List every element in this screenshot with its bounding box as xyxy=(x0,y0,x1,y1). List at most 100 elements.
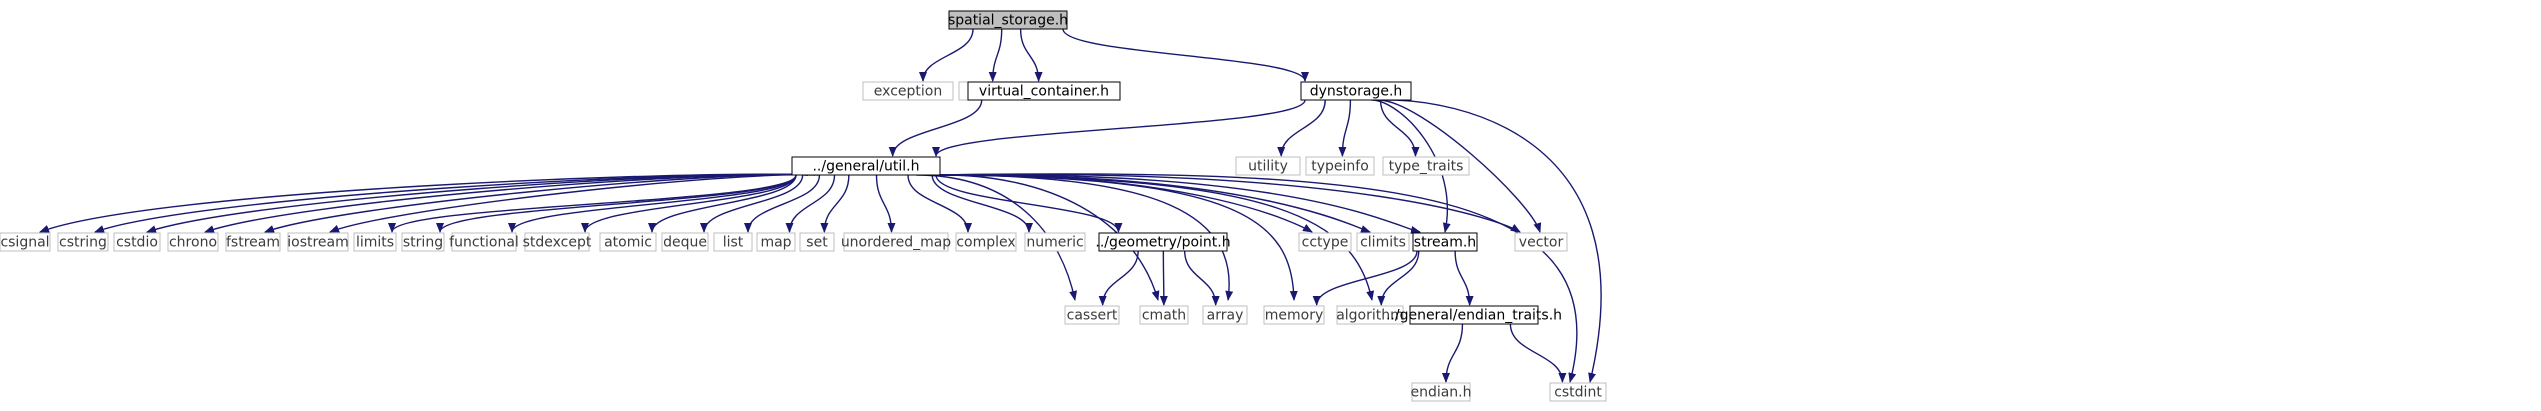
node-box xyxy=(1356,232,1410,252)
node-box xyxy=(1549,382,1607,402)
node-vector: vector xyxy=(1514,232,1568,252)
node-label: iostream xyxy=(287,235,349,251)
edge-virtual_container-to-util xyxy=(888,99,983,157)
node-endian: endian.h xyxy=(1410,382,1472,402)
node-label: stdexcept xyxy=(523,235,592,251)
edge-util-to-cstdint xyxy=(935,173,1578,383)
node-virtual_container[interactable]: virtual_container.h xyxy=(967,81,1121,101)
edge-dynstorage-to-stream xyxy=(1371,99,1451,233)
edge-util-to-set xyxy=(820,174,850,233)
node-label: list xyxy=(723,235,744,251)
node-dynstorage[interactable]: dynstorage.h xyxy=(1300,81,1412,101)
edge-util-to-string xyxy=(436,174,797,233)
node-label: array xyxy=(1207,308,1244,324)
node-box xyxy=(225,232,281,252)
node-label: deque xyxy=(663,235,707,251)
node-label: complex xyxy=(956,235,1015,251)
node-endian_traits[interactable]: ../general/endian_traits.h xyxy=(1386,305,1562,325)
node-point[interactable]: ../geometry/point.h xyxy=(1095,232,1231,252)
node-label: limits xyxy=(356,235,394,251)
node-label: csignal xyxy=(0,235,49,251)
node-type_traits: type_traits xyxy=(1382,156,1470,176)
node-box xyxy=(1336,305,1404,325)
edge-stream-to-algorithm xyxy=(1377,250,1420,306)
node-box xyxy=(1382,156,1470,176)
node-box xyxy=(599,232,657,252)
node-layer: spatial_storage.hexceptionmutexvirtual_c… xyxy=(0,10,1607,402)
node-label: endian.h xyxy=(1410,385,1471,401)
node-box xyxy=(791,156,941,176)
node-label: numeric xyxy=(1026,235,1083,251)
node-label: string xyxy=(403,235,443,251)
edge-util-to-complex xyxy=(907,174,972,233)
node-label: map xyxy=(760,235,791,251)
node-deque: deque xyxy=(661,232,709,252)
node-stream[interactable]: stream.h xyxy=(1412,232,1478,252)
edge-spatial_storage-to-virtual_container xyxy=(1019,28,1043,82)
edge-util-to-fstream xyxy=(264,173,815,233)
node-label: atomic xyxy=(604,235,652,251)
edge-util-to-climits xyxy=(935,174,1371,233)
node-box xyxy=(1263,305,1325,325)
node-box xyxy=(1300,81,1412,101)
node-cmath: cmath xyxy=(1139,305,1189,325)
edge-util-to-stdexcept xyxy=(581,174,797,233)
edge-util-to-atomic xyxy=(648,174,797,233)
edge-spatial_storage-to-exception xyxy=(919,28,974,82)
node-box xyxy=(451,232,517,252)
node-box xyxy=(1064,305,1120,325)
node-box xyxy=(1235,156,1301,176)
node-label: ../general/endian_traits.h xyxy=(1386,308,1562,324)
node-box xyxy=(287,232,349,252)
edge-spatial_storage-to-mutex xyxy=(988,28,1003,82)
node-label: ../geometry/point.h xyxy=(1095,235,1230,251)
node-label: typeinfo xyxy=(1311,159,1369,175)
edge-point-to-cassert xyxy=(1098,250,1139,306)
node-label: cstring xyxy=(59,235,107,251)
node-box xyxy=(843,232,949,252)
edge-stream-to-endian_traits xyxy=(1454,250,1474,306)
node-label: functional xyxy=(449,235,519,251)
node-string: string xyxy=(401,232,445,252)
node-atomic: atomic xyxy=(599,232,657,252)
node-chrono: chrono xyxy=(167,232,219,252)
edge-dynstorage-to-type_traits xyxy=(1379,99,1420,157)
node-label: climits xyxy=(1360,235,1406,251)
node-limits: limits xyxy=(353,232,397,252)
node-box xyxy=(862,81,954,101)
node-box xyxy=(353,232,397,252)
node-box xyxy=(1202,305,1248,325)
node-unordered_map: unordered_map xyxy=(841,232,951,252)
node-util[interactable]: ../general/util.h xyxy=(791,156,941,176)
node-label: dynstorage.h xyxy=(1310,84,1403,100)
node-algorithm: algorithm xyxy=(1336,305,1404,325)
edge-point-to-array xyxy=(1184,250,1220,306)
node-box xyxy=(1411,382,1471,402)
node-label: unordered_map xyxy=(841,235,951,251)
node-box xyxy=(661,232,709,252)
edge-endian_traits-to-endian xyxy=(1441,323,1464,383)
node-box xyxy=(1024,232,1086,252)
edge-point-to-cmath xyxy=(1159,250,1168,306)
node-list: list xyxy=(713,232,753,252)
node-label: utility xyxy=(1248,159,1288,175)
node-label: memory xyxy=(1265,308,1324,324)
node-box xyxy=(799,232,835,252)
edge-util-to-list xyxy=(744,174,821,233)
node-box xyxy=(1409,305,1539,325)
node-numeric: numeric xyxy=(1024,232,1086,252)
node-label: cassert xyxy=(1067,308,1118,324)
node-box xyxy=(1514,232,1568,252)
edge-util-to-map xyxy=(785,174,836,233)
node-set: set xyxy=(799,232,835,252)
edge-util-to-iostream xyxy=(329,174,819,233)
node-box xyxy=(1139,305,1189,325)
node-spatial_storage[interactable]: spatial_storage.h xyxy=(948,10,1068,30)
node-label: cmath xyxy=(1142,308,1186,324)
node-box xyxy=(524,232,590,252)
node-label: exception xyxy=(874,84,942,100)
edge-layer xyxy=(39,28,1602,383)
node-label: spatial_storage.h xyxy=(948,13,1068,29)
node-fstream: fstream xyxy=(225,232,281,252)
node-cstdint: cstdint xyxy=(1549,382,1607,402)
